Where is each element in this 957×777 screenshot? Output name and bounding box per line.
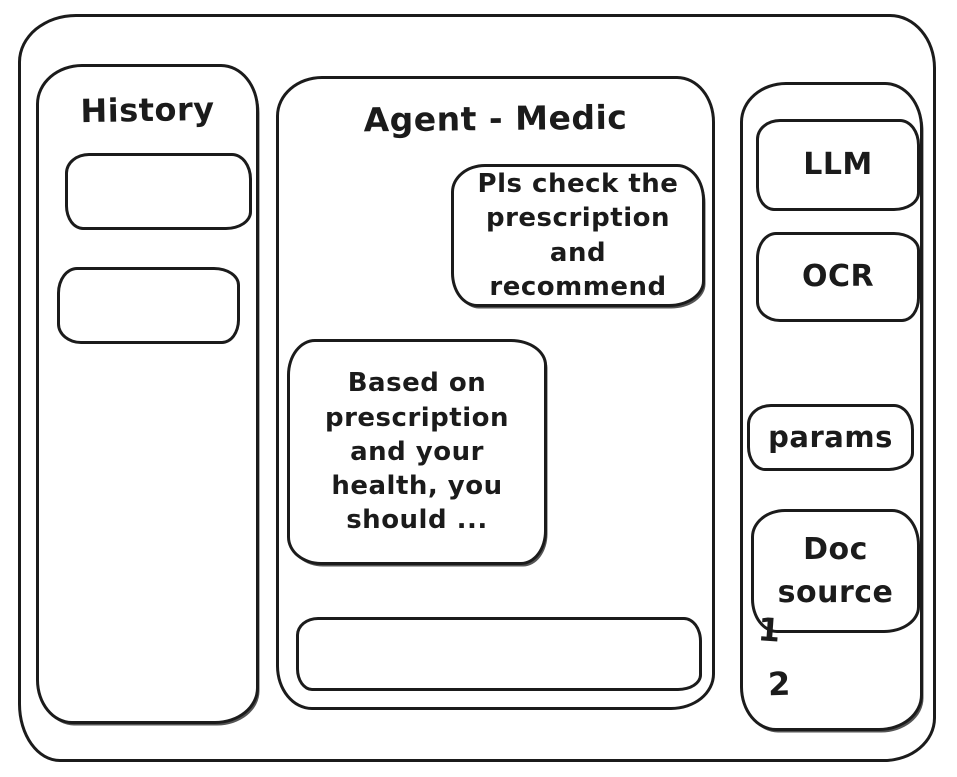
message-input[interactable]: [296, 617, 702, 691]
params-button[interactable]: params: [747, 404, 914, 471]
history-sidebar: History: [36, 64, 259, 724]
tools-sidebar: LLM OCR params Doc source 1 2: [740, 82, 923, 731]
doc-source-item-1[interactable]: 1: [756, 610, 783, 650]
history-title: History: [80, 89, 215, 131]
doc-source-button[interactable]: Doc source: [751, 509, 920, 633]
chat-panel: Agent - Medic Pls check the prescription…: [276, 76, 715, 710]
llm-button[interactable]: LLM: [756, 119, 920, 211]
doc-source-item-2[interactable]: 2: [767, 664, 792, 704]
history-item[interactable]: [57, 267, 240, 344]
history-item[interactable]: [65, 153, 252, 230]
ocr-button[interactable]: OCR: [756, 232, 920, 322]
user-message-bubble: Pls check the prescription and recommend: [451, 164, 705, 307]
assistant-message-bubble: Based on prescription and your health, y…: [287, 339, 547, 565]
chat-title: Agent - Medic: [363, 97, 628, 140]
